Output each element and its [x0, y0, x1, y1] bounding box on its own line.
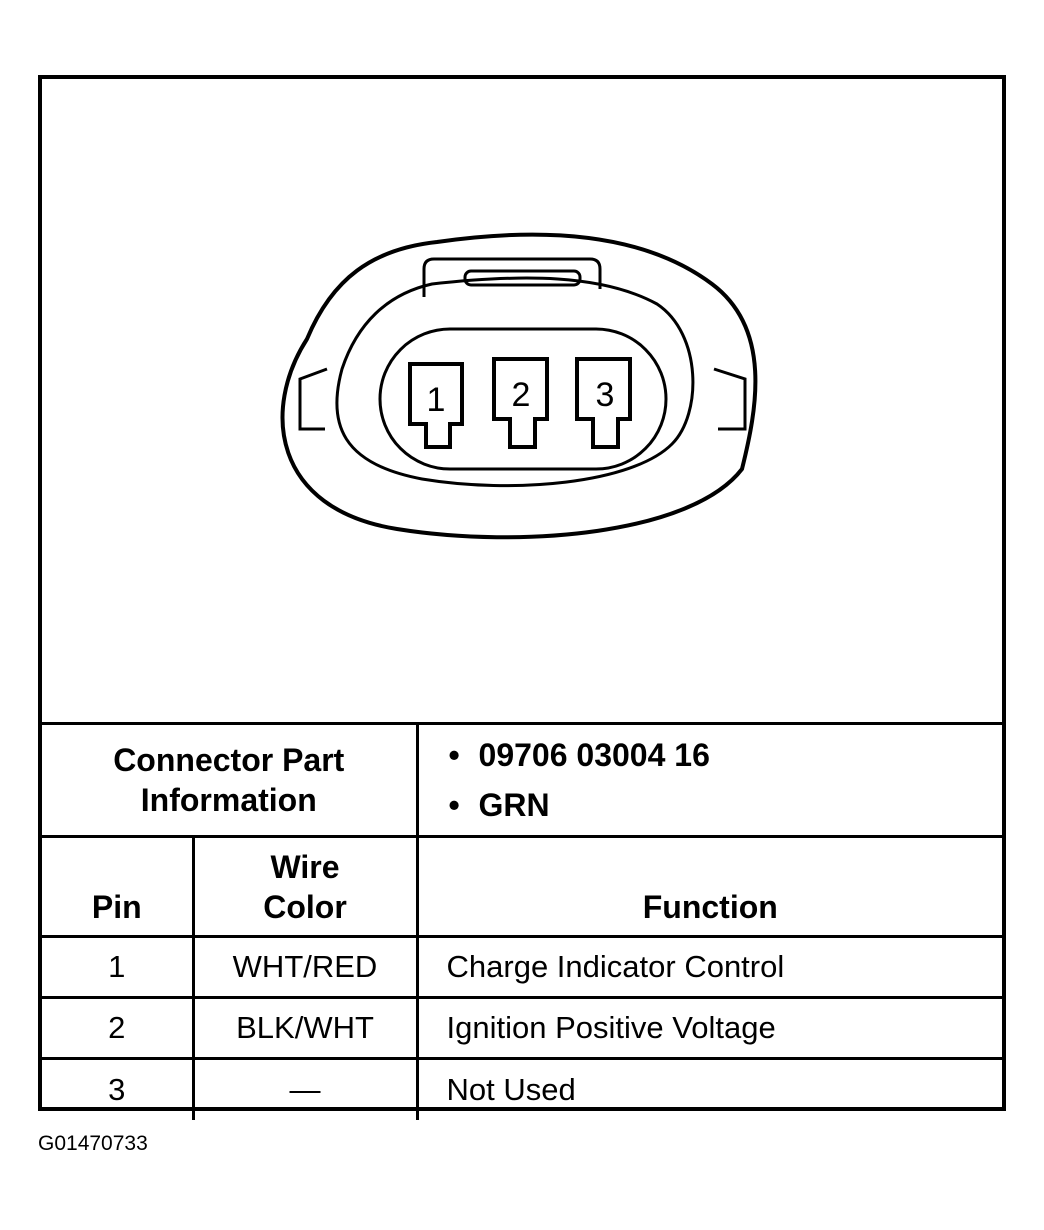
part-info-list: • 09706 03004 16 • GRN [419, 730, 1003, 830]
pin-3-terminal: 3 [575, 357, 632, 449]
part-info-label-line2: Information [140, 782, 317, 818]
bullet-icon: • [448, 737, 460, 773]
table-row: 1 WHT/RED Charge Indicator Control [42, 935, 1003, 999]
header-function: Function [415, 835, 1003, 938]
connector-housing-outer [280, 232, 758, 540]
connector-face-view: 1 2 3 [42, 79, 1002, 722]
connector-color-item: • GRN [449, 780, 1003, 830]
pin-1-label: 1 [427, 381, 446, 419]
wire-color-cell: BLK/WHT [191, 996, 419, 1060]
pin-2-label: 2 [512, 376, 531, 414]
connector-side-latch-right [713, 367, 747, 431]
pin-2-terminal: 2 [492, 357, 549, 449]
header-pin: Pin [42, 835, 195, 938]
terminal-cavity [378, 327, 668, 471]
pin-cell: 1 [42, 935, 195, 999]
part-info-row: Connector Part Information • 09706 03004… [42, 722, 1003, 838]
wire-color-cell: WHT/RED [191, 935, 419, 999]
pin-3-label: 3 [596, 376, 615, 414]
connector-lock-tab [422, 257, 602, 297]
connector-color: GRN [478, 787, 550, 823]
connector-info-table: Connector Part Information • 09706 03004… [42, 722, 1003, 1120]
diagram-frame: 1 2 3 Connector Part Information [38, 75, 1006, 1120]
function-cell: Charge Indicator Control [415, 935, 1003, 999]
bullet-icon: • [448, 787, 460, 823]
table-row: 2 BLK/WHT Ignition Positive Voltage [42, 996, 1003, 1060]
pin-1-terminal: 1 [408, 362, 464, 449]
header-wire-color: Wire Color [191, 835, 419, 938]
part-info-values-cell: • 09706 03004 16 • GRN [415, 722, 1003, 838]
connector-housing-inner [335, 276, 695, 488]
connector-drawing: 1 2 3 [280, 232, 758, 540]
function-cell: Ignition Positive Voltage [415, 996, 1003, 1060]
part-number-item: • 09706 03004 16 [449, 730, 1003, 780]
part-info-label-cell: Connector Part Information [42, 722, 419, 838]
connector-side-latch-left [298, 367, 328, 431]
lock-tab-slot [463, 269, 582, 287]
table-row: 3 — Not Used [42, 1057, 1003, 1120]
part-info-label-line1: Connector Part [113, 742, 345, 778]
figure-id-caption: G01470733 [38, 1132, 148, 1155]
pin-cell: 3 [42, 1057, 195, 1120]
table-header-row: Pin Wire Color Function [42, 835, 1003, 938]
part-number: 09706 03004 16 [478, 737, 710, 773]
pin-cell: 2 [42, 996, 195, 1060]
function-cell: Not Used [415, 1057, 1003, 1120]
wire-color-cell: — [191, 1057, 419, 1120]
